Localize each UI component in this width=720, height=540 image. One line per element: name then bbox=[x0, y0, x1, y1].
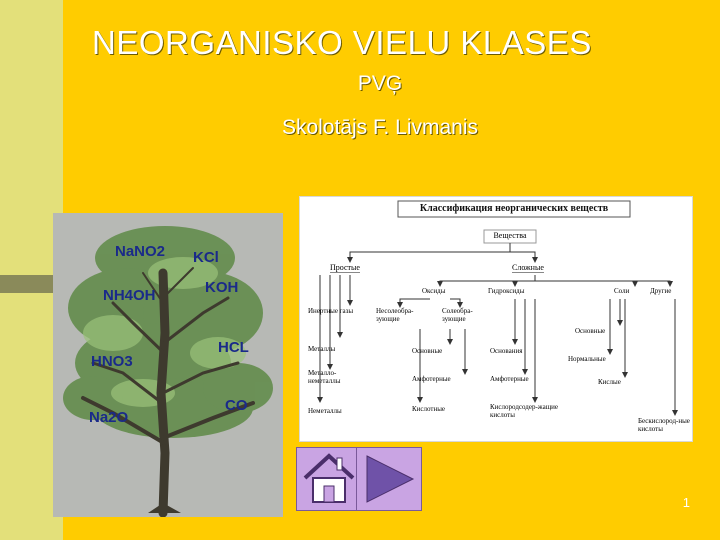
tree-drawing bbox=[63, 226, 273, 518]
diagram-node-oxides: Оксиды bbox=[422, 287, 446, 295]
left-band-stripe bbox=[0, 275, 63, 293]
classification-diagram: Классификация неорганических веществ Вещ… bbox=[299, 196, 693, 442]
diagram-node: Основные bbox=[575, 327, 606, 335]
diagram-node: Металлы bbox=[308, 345, 336, 353]
slide-subtitle-school: PVĢ bbox=[357, 72, 403, 95]
home-icon bbox=[303, 453, 355, 503]
diagram-node: Основные bbox=[412, 347, 443, 355]
tree-illustration: NaNO2 KCl NH4OH KOH HNO3 HCL Na2O CO bbox=[53, 213, 283, 518]
home-button[interactable] bbox=[296, 447, 362, 511]
diagram-title: Классификация неорганических веществ bbox=[419, 203, 609, 214]
play-icon bbox=[366, 455, 415, 503]
formula-label: HNO3 bbox=[91, 353, 133, 370]
diagram-node: Неметаллы bbox=[308, 407, 342, 415]
slide-title: NEORGANISKO VIELU KLASES bbox=[92, 24, 592, 61]
diagram-node: Инертные газы bbox=[308, 307, 354, 315]
diagram-node-hydroxides: Гидроксиды bbox=[488, 287, 525, 295]
formula-label: KOH bbox=[205, 279, 239, 296]
slide-subtitle-teacher: Skolotājs F. Livmanis bbox=[281, 116, 479, 139]
diagram-connectors bbox=[317, 200, 678, 416]
diagram-node-others: Другие bbox=[650, 287, 672, 295]
next-slide-button[interactable] bbox=[356, 447, 422, 511]
formula-label: KCl bbox=[193, 249, 219, 266]
diagram-root: Вещества bbox=[493, 231, 527, 240]
diagram-node: Солеобра-зующие bbox=[442, 307, 473, 323]
formula-label: NH4OH bbox=[103, 287, 156, 304]
left-decor-band bbox=[0, 0, 63, 540]
diagram-node: Амфотерные bbox=[490, 375, 529, 383]
formula-label: Na2O bbox=[89, 409, 129, 426]
diagram-node: Кислые bbox=[598, 378, 621, 386]
diagram-node-simple: Простые bbox=[330, 263, 360, 273]
diagram-node-complex: Сложные bbox=[512, 263, 544, 273]
diagram-node-salts: Соли bbox=[614, 287, 630, 295]
slide-number: 1 bbox=[682, 495, 690, 510]
diagram-node: Амфотерные bbox=[412, 375, 451, 383]
formula-label: HCL bbox=[218, 339, 249, 356]
diagram-node: Несолеобра-зующие bbox=[376, 307, 414, 323]
diagram-node: Нормальные bbox=[568, 355, 606, 363]
formula-label: CO bbox=[225, 397, 248, 414]
diagram-node: Металло-неметаллы bbox=[308, 369, 341, 385]
formula-label: NaNO2 bbox=[115, 243, 166, 260]
diagram-node: Бескислород-ные кислоты bbox=[638, 417, 690, 433]
diagram-node: Основания bbox=[490, 347, 523, 355]
diagram-node: Кислотные bbox=[412, 405, 446, 413]
diagram-node: Кислородсодер-жащие кислоты bbox=[490, 403, 558, 419]
